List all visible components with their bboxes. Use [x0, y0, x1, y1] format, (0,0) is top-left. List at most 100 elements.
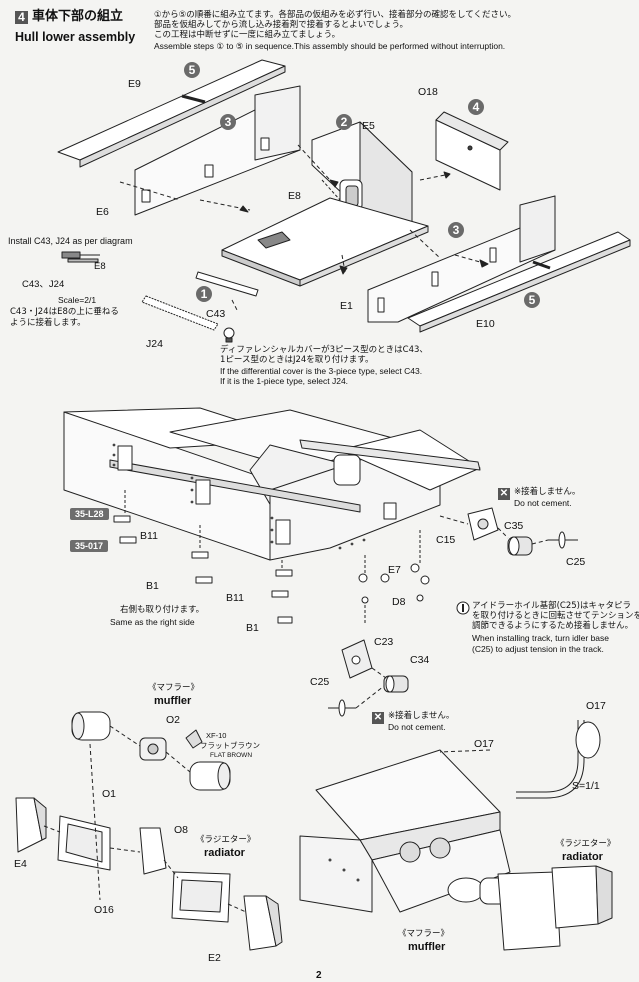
label-c43: C43: [206, 308, 226, 320]
note-diff-en-2: If it is the 1-piece type, select J24.: [220, 376, 349, 386]
note-diff-ja-2: 1ピース型のときはJ24を取り付けます。: [220, 355, 374, 365]
label-e9: E9: [128, 78, 141, 90]
step-circle-3-right: 3: [448, 222, 464, 238]
note-no-cement-en-1: Do not cement.: [514, 498, 572, 508]
hull-assembly: [63, 407, 481, 561]
label-e10: E10: [476, 318, 495, 330]
muffler-label-ja-2: 《マフラー》: [398, 929, 450, 939]
label-e7: E7: [388, 564, 401, 576]
part-e6: [134, 85, 301, 216]
label-o1: O1: [102, 788, 117, 800]
code-badge-1: 35-L28: [70, 508, 109, 520]
part-c35: [507, 536, 533, 556]
note-no-cement-en-2: Do not cement.: [388, 722, 446, 732]
step-circle-3-left: 3: [220, 114, 236, 130]
note-idler-en-1: When installing track, turn idler base: [472, 633, 610, 643]
label-e1: E1: [340, 300, 353, 312]
part-o2: [139, 737, 167, 761]
part-o17: [516, 720, 601, 799]
label-e8: E8: [288, 190, 301, 202]
instruction-ja-3: この工程は中断せずに一度に組み立てましょう。: [154, 30, 341, 40]
part-e4: [15, 797, 47, 853]
scale-1-1: S=1/1: [572, 780, 600, 792]
radiator-label-en-2: radiator: [562, 851, 603, 863]
no-cement-icon-1: ✕: [498, 488, 510, 500]
label-o2: O2: [166, 714, 181, 726]
page-number: 2: [316, 970, 322, 981]
instruction-ja-2: 部品を仮組みしてから流し込み接着剤で接着するとよいでしょう。: [154, 20, 408, 30]
note-scale-2: Scale=2/1: [58, 295, 97, 305]
label-c15: C15: [436, 534, 456, 546]
note-install: Install C43, J24 as per diagram: [8, 236, 133, 246]
note-diff-ja-1: ディファレンシャルカバーが3ピース型のときはC43、: [220, 345, 428, 355]
note-right-side-en: Same as the right side: [110, 617, 195, 627]
title-ja: 車体下部の組立: [32, 9, 124, 24]
part-c25-lower: [328, 699, 356, 717]
part-e9: [57, 59, 286, 168]
note-idler-en-2: (C25) to adjust tension in the track.: [472, 644, 604, 654]
note-idler-ja-2: を取り付けるときに回転させてテンションを: [472, 611, 639, 621]
guide-arrows-top: [239, 171, 489, 275]
title-en: Hull lower assembly: [15, 30, 136, 44]
muffler-label-en-1: muffler: [154, 695, 192, 707]
part-o18: [435, 111, 509, 191]
code-badge-2: 35-017: [70, 540, 109, 552]
parts-b11-b1: [113, 515, 293, 624]
guide-lines-middle: [124, 490, 421, 625]
note-no-cement-ja-1: ※接着しません。: [514, 487, 581, 497]
radiator-label-ja-2: 《ラジエター》: [556, 839, 616, 849]
guide-lines-lower-left: [43, 743, 247, 913]
label-b1-a: B1: [146, 580, 159, 592]
label-o18: O18: [418, 86, 438, 98]
note-no-cement-ja-2: ※接着しません。: [388, 711, 455, 721]
paint-name-ja: フラットブラウン: [200, 741, 260, 750]
paint-name-en: FLAT BROWN: [210, 752, 253, 759]
detail-c43-j24: [61, 251, 100, 263]
instruction-ja-1: ①から⑤の順番に組み立てます。各部品の仮組みを必ず行い、接着部分の確認をしてくだ…: [154, 10, 516, 20]
label-c25-b: C25: [310, 676, 330, 688]
label-c23: C23: [374, 636, 394, 648]
label-b11-c: B11: [226, 592, 244, 604]
part-e2: [243, 895, 283, 951]
muffler-label-en-2: muffler: [408, 941, 446, 953]
label-c35: C35: [504, 520, 524, 532]
part-c43: [195, 271, 259, 297]
radiator-label-ja-1: 《ラジエター》: [196, 835, 256, 845]
no-cement-icon-2: ✕: [372, 712, 384, 724]
label-j24: J24: [146, 338, 163, 350]
label-b11-a: B11: [140, 530, 158, 542]
label-e2: E2: [208, 952, 221, 964]
note-c43-ja-1: C43・J24はE8の上に垂ねる: [10, 307, 119, 317]
paint-brush-icon: [185, 729, 203, 749]
step-circle-4: 4: [468, 99, 484, 115]
step-circle-5-right: 5: [524, 292, 540, 308]
part-c34: [383, 675, 409, 693]
part-o8: [139, 827, 167, 875]
note-idler-ja-1: アイドラーホイル基部(C25)はキャタピラ: [472, 601, 631, 611]
radiator-label-en-1: radiator: [204, 847, 245, 859]
part-c15: [467, 507, 499, 541]
label-o17-a: O17: [586, 700, 606, 712]
label-d8: D8: [392, 596, 406, 608]
label-e8-detail: E8: [94, 261, 106, 272]
label-e6: E6: [96, 206, 109, 218]
part-c23: [341, 639, 373, 679]
info-icon: [456, 601, 470, 615]
note-diff-en-1: If the differential cover is the 3-piece…: [220, 366, 423, 376]
label-e4: E4: [14, 858, 27, 870]
label-c43-j24-detail: C43、J24: [22, 279, 65, 290]
label-e5: E5: [362, 120, 375, 132]
paint-code: XF-10: [206, 731, 227, 740]
label-c34: C34: [410, 654, 430, 666]
step-circle-5-left: 5: [184, 62, 200, 78]
part-c25-upper: [548, 531, 578, 549]
note-right-side-ja: 右側も取り付けます。: [120, 605, 205, 615]
label-b1-b: B1: [246, 622, 259, 634]
label-o17-b: O17: [474, 738, 494, 750]
step-circle-1: 1: [196, 286, 212, 302]
part-j24: [141, 295, 219, 331]
part-o1: [71, 711, 231, 791]
step-number-badge: 4: [15, 11, 28, 24]
note-idler-ja-3: 調節できるようにするため接着しません。: [472, 621, 634, 631]
part-e8: [221, 197, 429, 287]
